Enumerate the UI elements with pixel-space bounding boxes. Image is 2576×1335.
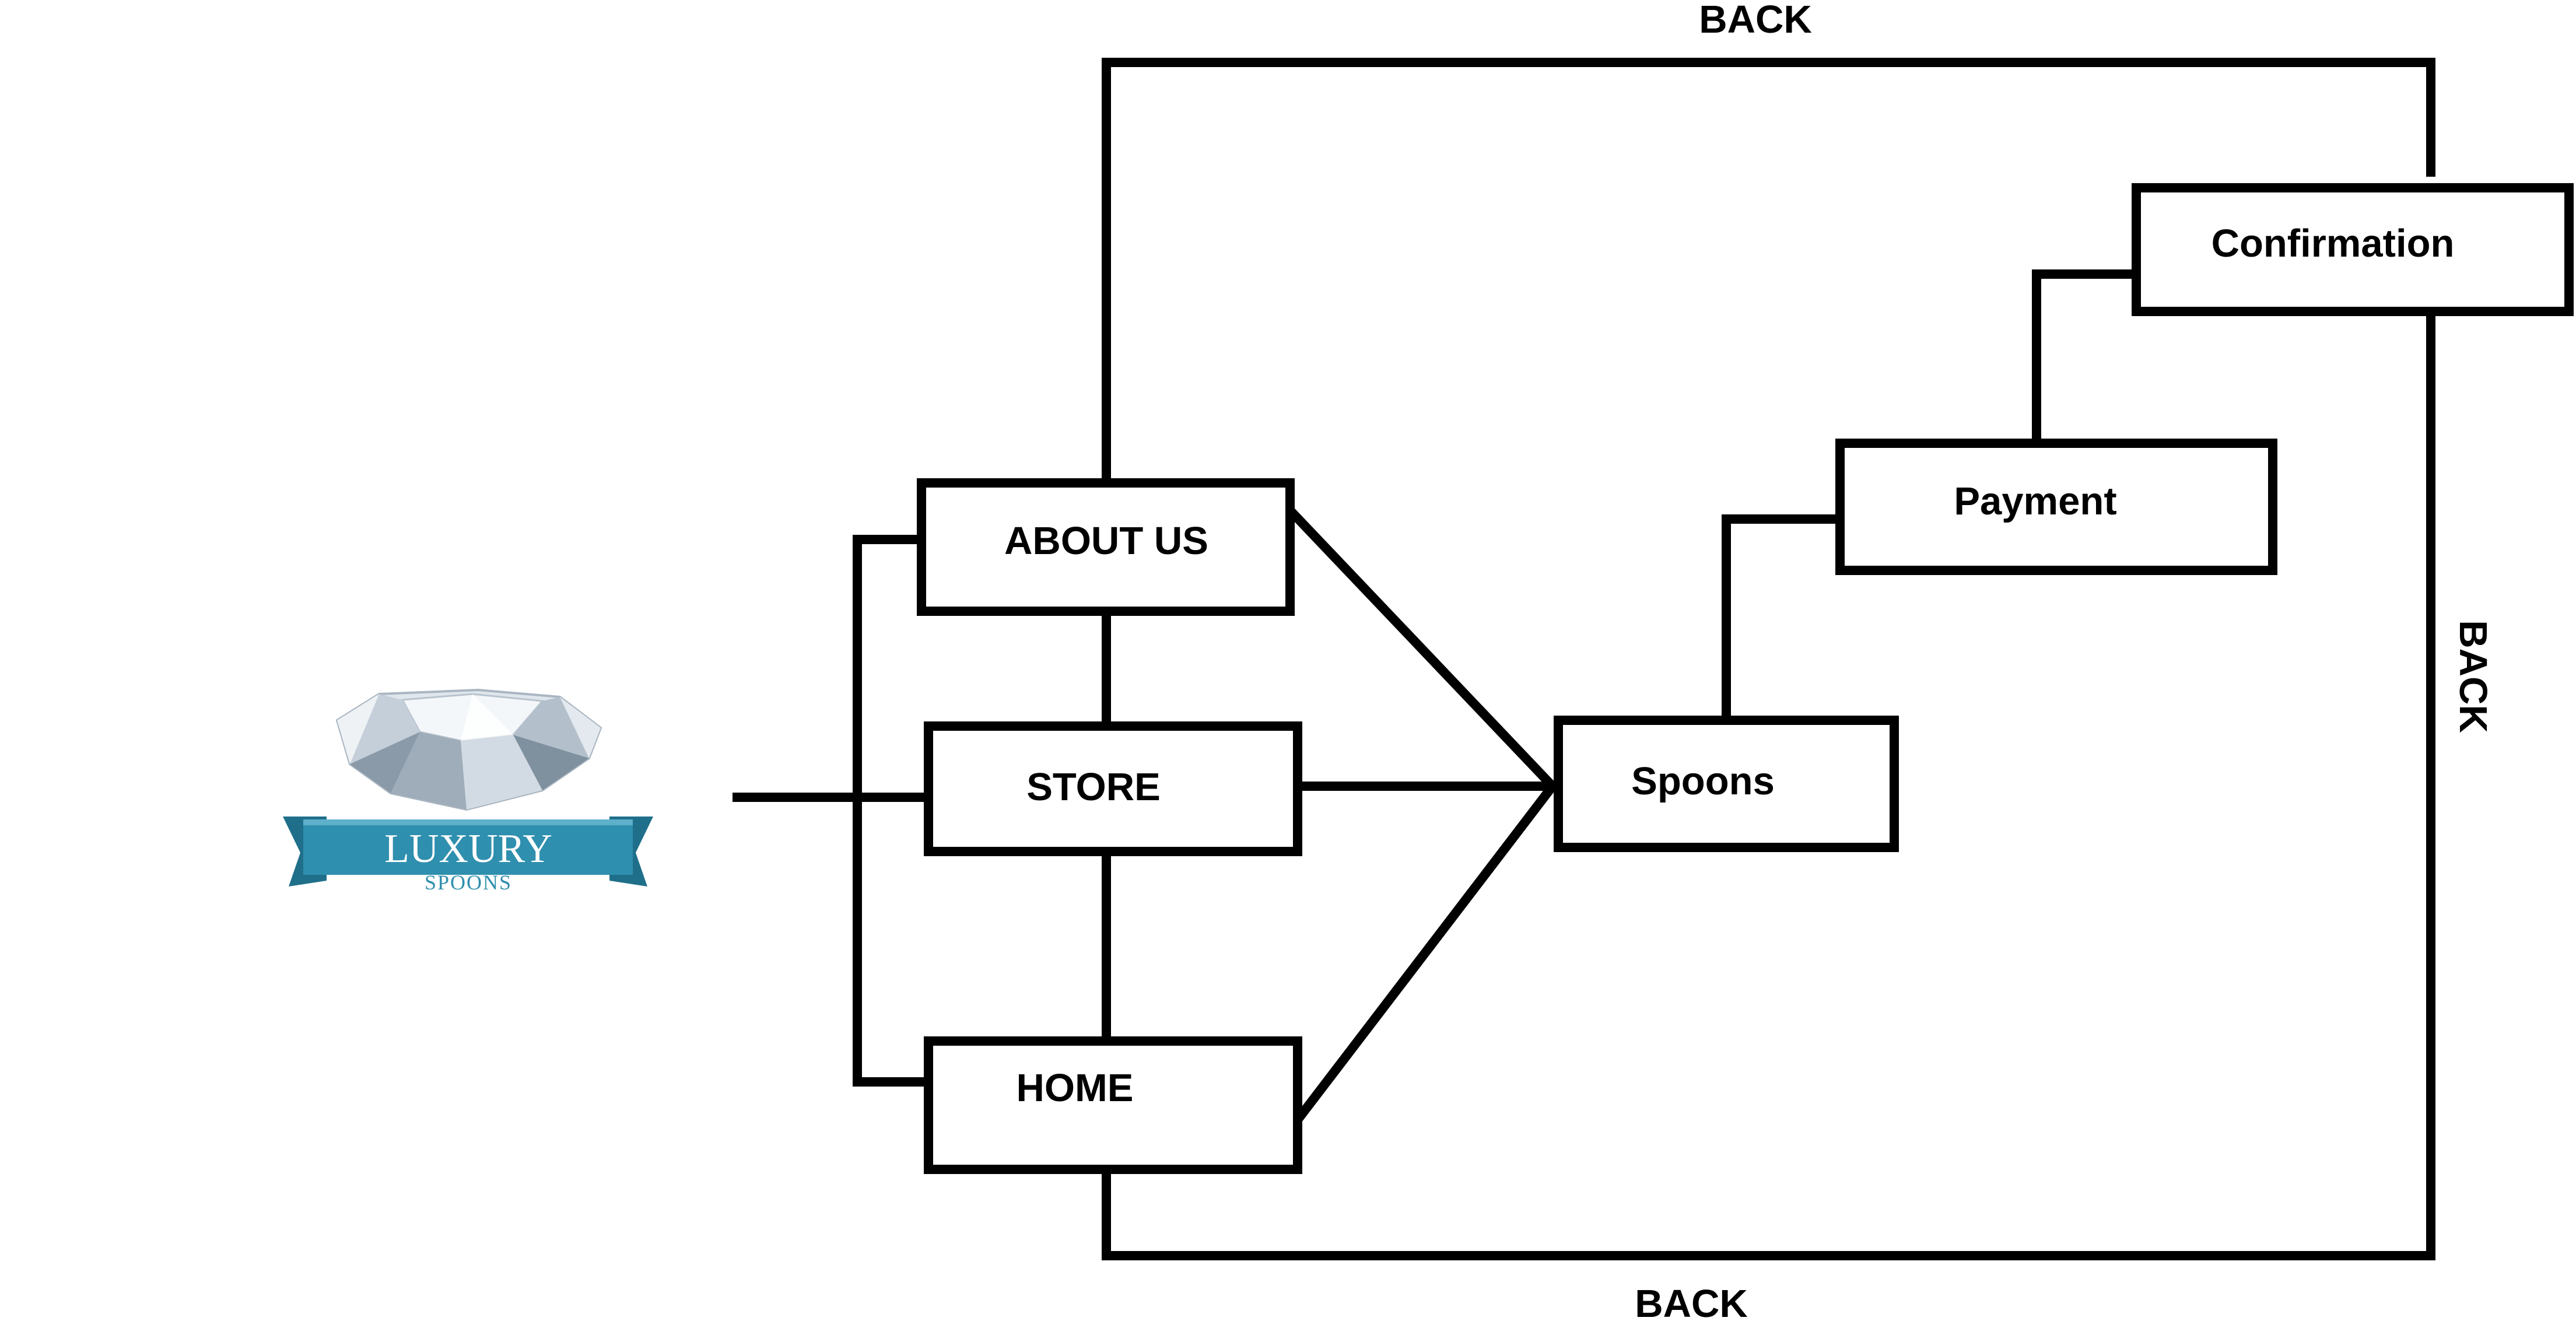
diamond-icon <box>335 688 602 811</box>
node-spoons[interactable]: Spoons <box>1554 716 1899 852</box>
ribbon-banner <box>283 817 653 887</box>
back-label-top: BACK <box>1699 0 1812 41</box>
payment-to-confirmation <box>2032 269 2139 445</box>
home-to-spoons <box>1291 779 1559 1127</box>
node-label-confirmation: Confirmation <box>2211 222 2455 265</box>
logo-subtitle: SPOONS <box>425 871 512 894</box>
node-payment[interactable]: Payment <box>1835 439 2277 575</box>
node-label-about-us: ABOUT US <box>1004 519 1208 563</box>
luxury-spoons-logo: LUXURY SPOONS <box>283 688 653 894</box>
node-about-us[interactable]: ABOUT US <box>917 478 1295 616</box>
node-store[interactable]: STORE <box>924 721 1302 856</box>
node-label-spoons: Spoons <box>1631 759 1775 803</box>
node-label-payment: Payment <box>1954 479 2116 523</box>
node-home[interactable]: HOME <box>924 1036 1302 1174</box>
node-confirmation[interactable]: Confirmation <box>2132 183 2574 316</box>
back-loop-top <box>1102 58 2435 488</box>
back-label-bottom: BACK <box>1635 1282 1748 1326</box>
connector-lines <box>733 58 2435 1260</box>
back-label-right: BACK <box>2451 620 2495 733</box>
spoons-to-payment <box>1722 514 1842 722</box>
back-loop-bottom <box>1102 310 2435 1260</box>
logo-wordmark: LUXURY <box>384 826 552 871</box>
left-bus <box>853 535 935 1087</box>
node-label-home: HOME <box>1017 1066 1134 1110</box>
node-label-store: STORE <box>1026 765 1161 809</box>
about-to-spoons <box>1283 503 1559 793</box>
